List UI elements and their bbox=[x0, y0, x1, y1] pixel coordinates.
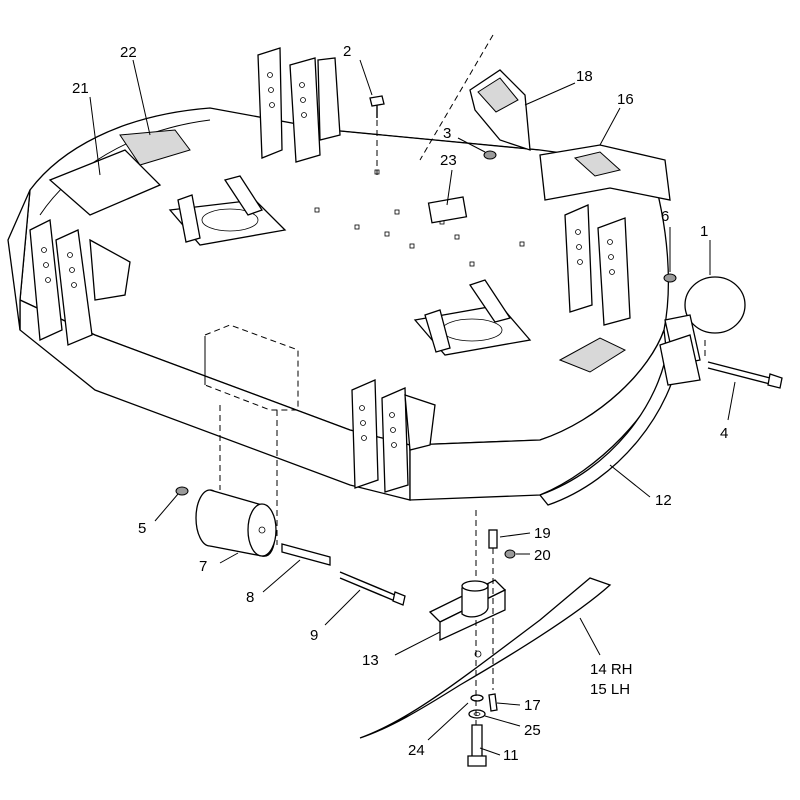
baffle-16 bbox=[539, 144, 671, 201]
bolt-11 bbox=[467, 724, 487, 767]
callout-23: 23 bbox=[440, 152, 457, 169]
nut-6 bbox=[663, 273, 677, 283]
callout-2: 2 bbox=[343, 43, 351, 60]
baffle-18 bbox=[469, 69, 531, 151]
callout-1: 1 bbox=[700, 223, 708, 240]
washer-25 bbox=[468, 709, 486, 719]
bolt-2 bbox=[369, 95, 385, 118]
callout-7: 7 bbox=[199, 558, 207, 575]
decal-21 bbox=[48, 149, 162, 216]
spindle-13 bbox=[428, 579, 507, 642]
callout-4: 4 bbox=[720, 425, 728, 442]
callout-16: 16 bbox=[617, 91, 634, 108]
callout-20: 20 bbox=[534, 547, 551, 564]
nut-20 bbox=[504, 549, 516, 559]
decal-right bbox=[558, 337, 627, 373]
callout-19: 19 bbox=[534, 525, 551, 542]
callout-17: 17 bbox=[524, 697, 541, 714]
height-bracket-rear-left bbox=[257, 47, 341, 163]
callout-labels: 1 2 3 4 5 6 7 8 9 11 12 13 14 RH 15 LH 1… bbox=[72, 43, 728, 764]
bolt-4 bbox=[707, 361, 783, 389]
callout-3: 3 bbox=[443, 125, 451, 142]
callout-15: 15 LH bbox=[590, 681, 630, 698]
nut-3 bbox=[483, 150, 497, 160]
spindle-mount-right bbox=[413, 279, 532, 356]
decal-22 bbox=[119, 129, 191, 166]
callout-9: 9 bbox=[310, 627, 318, 644]
decal-23 bbox=[427, 196, 468, 224]
callout-11: 11 bbox=[503, 747, 519, 764]
spindle-mount-left bbox=[168, 175, 287, 246]
callout-22: 22 bbox=[120, 44, 137, 61]
callout-13: 13 bbox=[362, 652, 379, 669]
deflector-ball bbox=[659, 276, 746, 386]
callout-6: 6 bbox=[661, 208, 669, 225]
callout-24: 24 bbox=[408, 742, 425, 759]
bolt-17 bbox=[488, 693, 498, 712]
callout-8: 8 bbox=[246, 589, 254, 606]
callout-14: 14 RH bbox=[590, 661, 633, 678]
callout-21: 21 bbox=[72, 80, 89, 97]
callout-5: 5 bbox=[138, 520, 146, 537]
leader-lines bbox=[89, 59, 736, 756]
washer-24 bbox=[470, 694, 484, 702]
deck-housing bbox=[7, 107, 669, 501]
center-lines bbox=[219, 34, 706, 725]
bolt-9 bbox=[339, 571, 406, 606]
phantom-bracket bbox=[204, 324, 299, 411]
height-bracket-right bbox=[564, 204, 631, 326]
pin-19 bbox=[488, 529, 498, 549]
callout-18: 18 bbox=[576, 68, 593, 85]
nut-5 bbox=[175, 486, 189, 496]
height-bracket-front-center bbox=[351, 379, 436, 493]
roller-7 bbox=[195, 489, 277, 557]
pin-8 bbox=[281, 543, 331, 566]
height-bracket-front-left bbox=[29, 219, 131, 346]
callout-25: 25 bbox=[524, 722, 541, 739]
callout-12: 12 bbox=[655, 492, 672, 509]
